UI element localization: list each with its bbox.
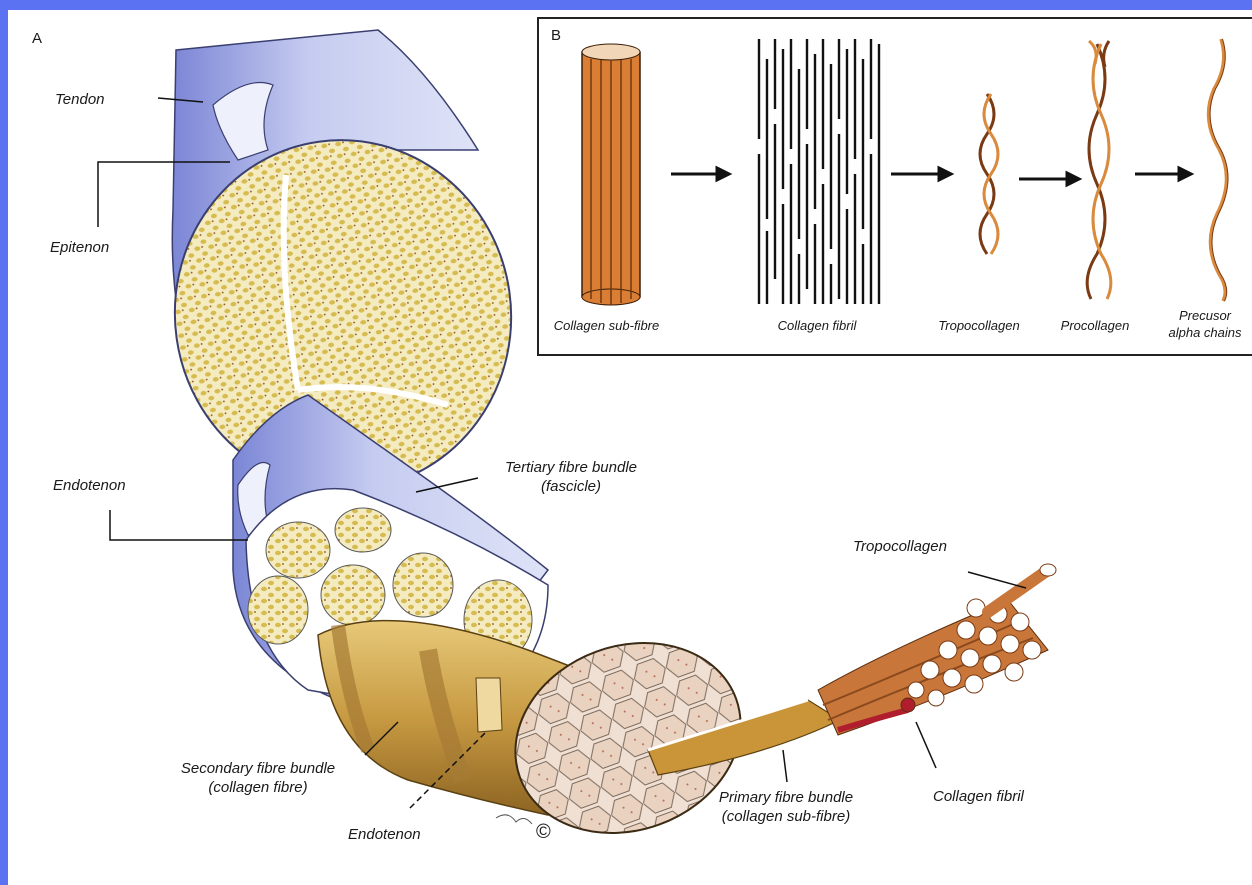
label-tendon: Tendon bbox=[55, 90, 105, 109]
stage-fibril-label: Collagen fibril bbox=[747, 317, 887, 334]
label-epitenon: Epitenon bbox=[50, 238, 109, 257]
label-primary-line1: Primary fibre bundle bbox=[696, 788, 876, 807]
inset-panel-b: B bbox=[537, 17, 1252, 356]
label-secondary-line1: Secondary fibre bundle bbox=[163, 759, 353, 778]
procollagen-helix bbox=[1087, 41, 1111, 299]
stage-alpha-label: Precusor alpha chains bbox=[1157, 307, 1252, 341]
label-secondary-line2: (collagen fibre) bbox=[163, 778, 353, 797]
label-endotenon-bottom: Endotenon bbox=[348, 825, 421, 844]
panel-a-label: A bbox=[32, 30, 42, 47]
leader-endotenon-top bbox=[110, 510, 248, 540]
stage-subfibre-label: Collagen sub-fibre bbox=[539, 317, 674, 334]
inset-illustration bbox=[539, 19, 1252, 354]
label-primary: Primary fibre bundle (collagen sub-fibre… bbox=[696, 788, 876, 826]
label-primary-line2: (collagen sub-fibre) bbox=[696, 807, 876, 826]
alpha-chain bbox=[1209, 39, 1227, 301]
stage-procollagen-label: Procollagen bbox=[1045, 317, 1145, 334]
fibril-array bbox=[759, 39, 879, 304]
stage-alpha-line1: Precusor bbox=[1157, 307, 1252, 324]
label-tertiary-line1: Tertiary fibre bundle bbox=[481, 458, 661, 477]
label-tertiary: Tertiary fibre bundle (fascicle) bbox=[481, 458, 661, 496]
tropocollagen-helix bbox=[980, 94, 998, 254]
label-tropocollagen: Tropocollagen bbox=[853, 537, 947, 556]
copyright-mark: © bbox=[536, 823, 551, 842]
stage-alpha-line2: alpha chains bbox=[1157, 324, 1252, 341]
leader-collagen-fibril bbox=[916, 722, 936, 768]
leader-primary bbox=[783, 750, 787, 782]
collagen-fibril-bundle bbox=[818, 564, 1056, 735]
figure-canvas: A Tendon Epitenon Endotenon Tertiary fib… bbox=[8, 10, 1252, 885]
label-endotenon-top: Endotenon bbox=[53, 476, 126, 495]
label-secondary: Secondary fibre bundle (collagen fibre) bbox=[163, 759, 353, 797]
leader-tropocollagen bbox=[968, 572, 1026, 588]
label-tertiary-line2: (fascicle) bbox=[481, 477, 661, 496]
stage-tropocollagen-label: Tropocollagen bbox=[919, 317, 1039, 334]
subfibre-cylinder bbox=[582, 44, 640, 305]
label-collagen-fibril: Collagen fibril bbox=[933, 787, 1024, 806]
